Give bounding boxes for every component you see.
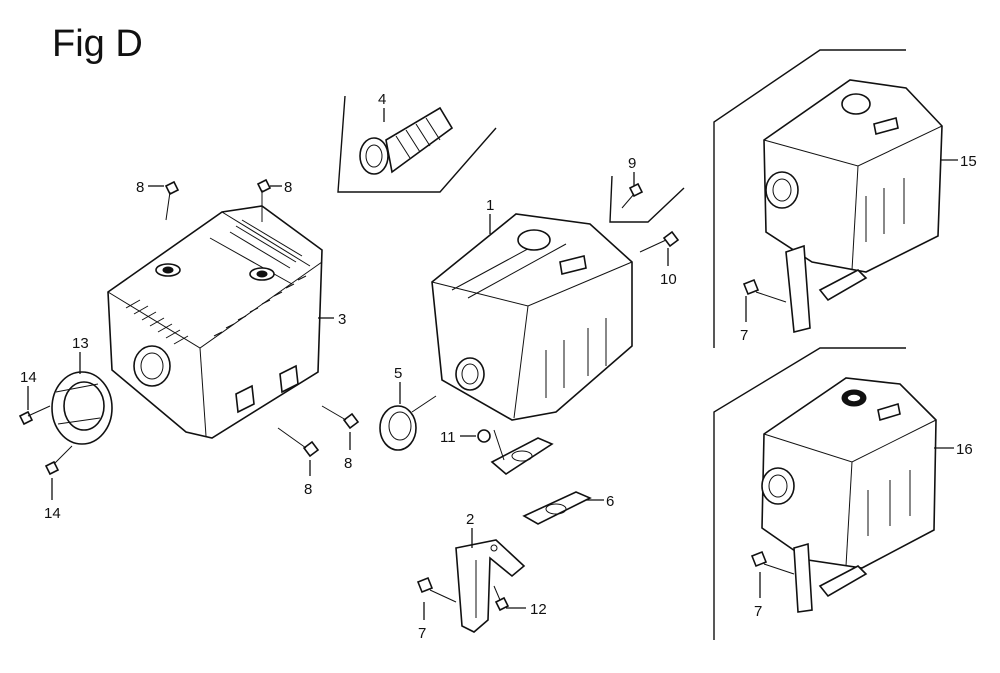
gasket (522, 491, 592, 525)
muffler-assembly-16 (761, 377, 937, 613)
callout-2: 2 (466, 511, 474, 528)
callout-8-top-right: 8 (284, 179, 292, 196)
callout-3: 3 (338, 311, 346, 328)
callout-6: 6 (606, 493, 614, 510)
inset-frame-muffler-15 (713, 49, 906, 348)
callout-16: 16 (956, 441, 973, 458)
spark-arrester (359, 106, 454, 175)
muffler (431, 213, 633, 475)
callout-5: 5 (394, 365, 402, 382)
muffler-stay (455, 539, 526, 633)
screen-cap (379, 395, 437, 451)
muffler-protector (107, 205, 323, 439)
callout-8-lower-center: 8 (304, 481, 312, 498)
callout-14-lower: 14 (44, 505, 61, 522)
callout-15: 15 (960, 153, 977, 170)
callout-7-asm-15: 7 (740, 327, 748, 344)
callout-10: 10 (660, 271, 677, 288)
figure-title: Fig D (52, 23, 143, 65)
inset-frame-bolt (609, 175, 685, 223)
callout-8-lower-right: 8 (344, 455, 352, 472)
callout-8-top-left: 8 (136, 179, 144, 196)
callout-13: 13 (72, 335, 89, 352)
leader-lines (27, 108, 958, 620)
inset-frame-strainer (337, 95, 497, 193)
callout-7-stay: 7 (418, 625, 426, 642)
bolts (18, 178, 795, 612)
muffler-assembly-15 (763, 79, 943, 334)
callout-9: 9 (628, 155, 636, 172)
callout-1: 1 (486, 197, 494, 214)
callout-11: 11 (440, 429, 456, 446)
callout-4: 4 (378, 91, 386, 108)
callout-12: 12 (530, 601, 547, 618)
callout-7-asm-16: 7 (754, 603, 762, 620)
callout-labels: 8 8 3 4 1 5 6 2 7 12 9 10 11 13 14 14 8 … (20, 91, 977, 642)
tail-pipe-cap (51, 371, 113, 445)
callout-14-upper: 14 (20, 369, 37, 386)
inset-frame-muffler-16 (713, 347, 906, 640)
